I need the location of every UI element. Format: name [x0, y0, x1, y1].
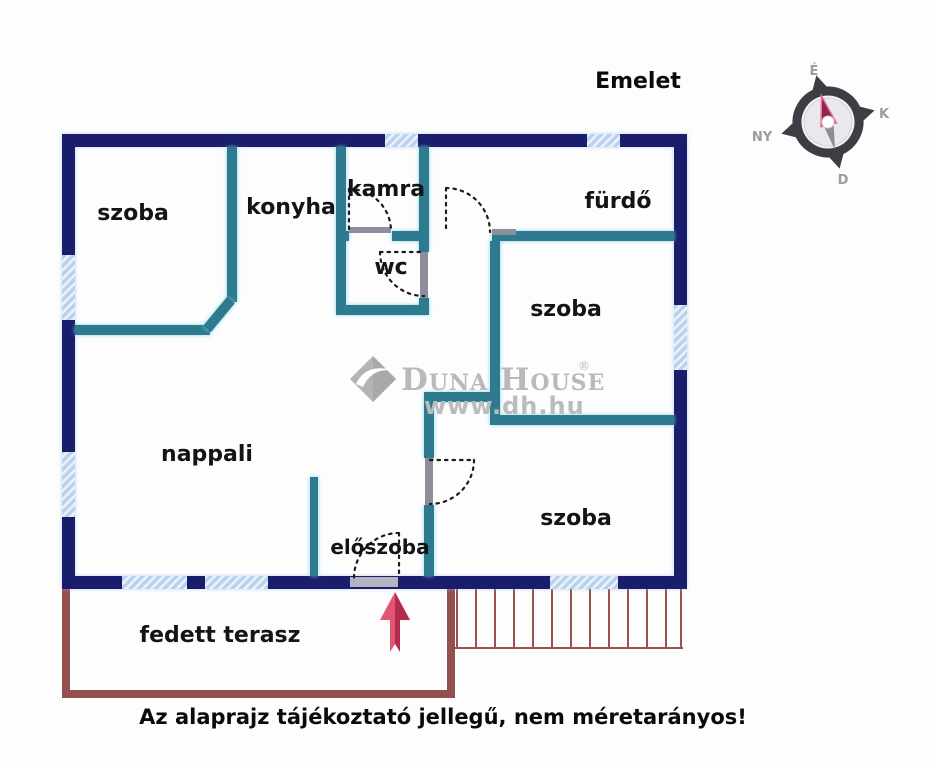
room-label-konyha: konyha [246, 195, 336, 220]
entrance-door-swing [352, 531, 401, 580]
windows [62, 134, 687, 589]
watermark-url: www.dh.hu [424, 392, 585, 420]
entrance-threshold [350, 577, 398, 587]
compass-label-east: K [879, 107, 890, 122]
door-swings [347, 186, 492, 580]
room-label-szoba-middle: szoba [530, 297, 602, 322]
room-label-nappali: nappali [161, 442, 253, 467]
inner-walls-diagonal [203, 296, 235, 333]
disclaimer-text: Az alaprajz tájékoztató jellegű, nem mér… [139, 705, 747, 729]
room-label-fedett-terasz: fedett terasz [140, 623, 301, 648]
furdo-door-swing [444, 186, 492, 234]
szoba-door-swing [428, 458, 476, 506]
window-szoba-left [62, 255, 75, 320]
compass-rose-icon: É K NY D [752, 63, 890, 188]
page-title: Emelet [595, 69, 681, 94]
room-label-eloszoba: előszoba [330, 535, 429, 559]
compass-label-north: É [810, 63, 819, 79]
door-leaves [349, 227, 516, 587]
kamra-door-swing [347, 187, 393, 233]
window-szoba-bottom [550, 576, 618, 589]
room-label-furdo: fürdő [585, 189, 652, 214]
window-furdo-top [587, 134, 620, 147]
room-label-szoba-top-left: szoba [97, 201, 169, 226]
compass-label-south: D [838, 173, 849, 188]
wc-door-leaf [420, 252, 428, 298]
watermark-registered-mark: ® [578, 359, 590, 373]
dunahouse-logo-icon [350, 356, 396, 402]
room-label-szoba-bottom: szoba [540, 506, 612, 531]
window-szoba-right [674, 305, 687, 370]
entrance-arrow-icon [380, 592, 410, 652]
room-label-kamra: kamra [347, 177, 425, 202]
window-kamra-top [385, 134, 418, 147]
window-nappali-left [62, 452, 75, 517]
compass-label-west: NY [752, 130, 773, 145]
window-nappali-bottom-1 [122, 576, 187, 589]
wc-door-swing [378, 250, 426, 298]
inner-walls [75, 147, 674, 576]
window-nappali-bottom-2 [205, 576, 268, 589]
watermark-brand: Duna House [401, 362, 605, 398]
kamra-door-leaf [349, 227, 391, 233]
szoba-door-leaf [425, 458, 433, 505]
watermark: Duna House ® www.dh.hu [350, 356, 605, 420]
exterior-stairs [455, 587, 683, 649]
room-label-wc: wc [374, 255, 407, 280]
furdo-door-leaf [492, 229, 516, 235]
